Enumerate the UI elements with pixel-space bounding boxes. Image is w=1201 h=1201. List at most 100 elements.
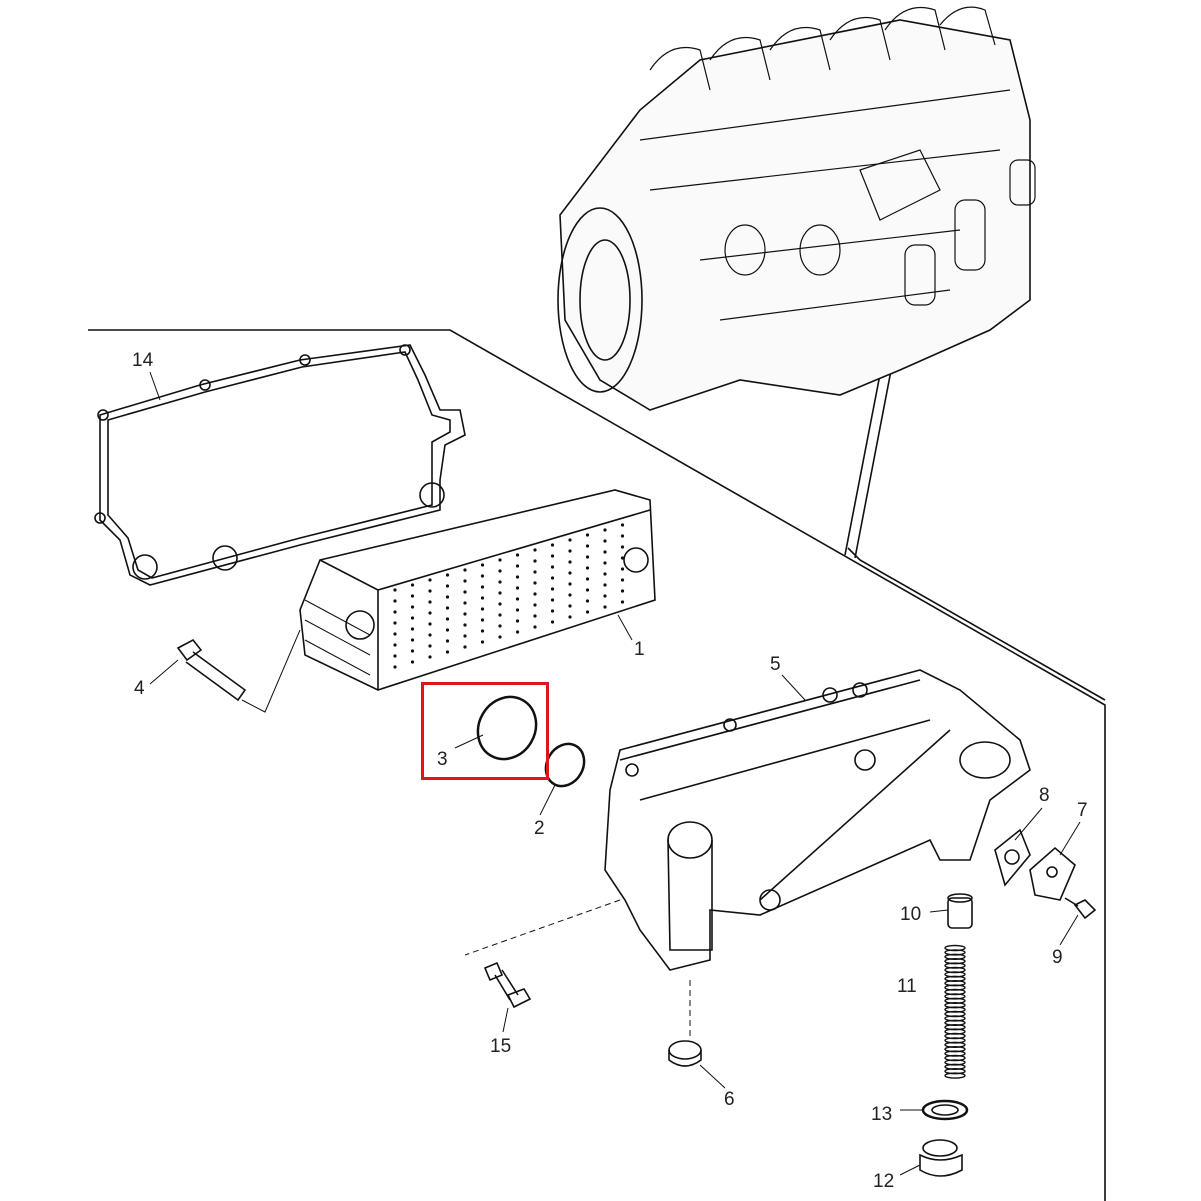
label-part-8[interactable]: 8 <box>1039 785 1050 806</box>
highlight-box-part-3 <box>421 682 549 780</box>
cooler-hole <box>498 591 502 595</box>
cooler-hole <box>515 586 520 590</box>
cooler-hole <box>393 621 397 625</box>
cooler-hole <box>568 604 572 608</box>
part-12-plug <box>919 1139 963 1177</box>
cooler-hole <box>533 603 537 607</box>
cooler-hole <box>550 587 555 591</box>
cooler-hole <box>568 571 572 575</box>
cooler-hole <box>393 665 397 669</box>
cooler-hole <box>568 593 572 597</box>
cooler-hole <box>533 559 537 563</box>
cooler-hole <box>533 625 537 629</box>
part-2-o-ring <box>544 742 586 788</box>
cooler-hole <box>568 582 572 586</box>
cooler-hole <box>480 585 485 589</box>
cooler-hole <box>498 602 502 606</box>
part-11-spring <box>944 944 966 1079</box>
cooler-hole <box>480 640 485 644</box>
cooler-hole <box>515 608 520 612</box>
cooler-hole <box>410 649 415 653</box>
cooler-hole <box>393 610 397 614</box>
cooler-hole <box>410 660 415 664</box>
cooler-hole <box>533 614 537 618</box>
part-4-bolt <box>176 629 301 713</box>
cooler-hole <box>585 588 590 592</box>
label-part-6[interactable]: 6 <box>724 1089 735 1110</box>
cooler-hole <box>515 619 520 623</box>
cooler-hole <box>568 615 572 619</box>
cooler-hole <box>428 611 432 615</box>
cooler-hole <box>428 655 432 659</box>
cooler-hole <box>550 576 555 580</box>
label-part-15[interactable]: 15 <box>490 1036 512 1057</box>
cooler-hole <box>463 612 467 616</box>
cooler-hole <box>498 569 502 573</box>
label-part-12[interactable]: 12 <box>873 1171 895 1192</box>
cooler-hole <box>463 579 467 583</box>
label-part-7[interactable]: 7 <box>1077 800 1088 821</box>
cooler-hole <box>445 606 450 610</box>
cooler-hole <box>410 616 415 620</box>
part-3-o-ring <box>476 695 538 761</box>
label-part-13[interactable]: 13 <box>871 1104 893 1125</box>
cooler-hole <box>393 588 397 592</box>
cooler-hole <box>515 575 520 579</box>
cooler-hole <box>480 596 485 600</box>
part-7-cover <box>1029 846 1076 901</box>
cooler-hole <box>498 624 502 628</box>
cooler-hole <box>428 633 432 637</box>
cooler-hole <box>603 539 607 543</box>
cooler-hole <box>568 538 572 542</box>
cooler-hole <box>410 605 415 609</box>
cooler-hole <box>498 580 502 584</box>
label-part-3[interactable]: 3 <box>437 749 448 770</box>
cooler-hole <box>515 597 520 601</box>
cooler-hole <box>445 595 450 599</box>
cooler-hole <box>603 528 607 532</box>
label-part-5[interactable]: 5 <box>770 654 781 675</box>
leader-lines <box>149 371 1081 1176</box>
cooler-hole <box>480 629 485 633</box>
cooler-hole <box>480 618 485 622</box>
cooler-hole <box>463 601 467 605</box>
cooler-hole <box>585 544 590 548</box>
cooler-hole <box>568 549 572 553</box>
cooler-hole <box>550 554 555 558</box>
cooler-hole <box>393 599 397 603</box>
cooler-hole <box>585 577 590 581</box>
label-part-2[interactable]: 2 <box>534 818 545 839</box>
cooler-hole <box>498 635 502 639</box>
cooler-hole <box>515 564 520 568</box>
part-6-plug <box>668 1040 702 1067</box>
cooler-hole <box>463 590 467 594</box>
cooler-hole <box>445 650 450 654</box>
cooler-hole <box>480 574 485 578</box>
cooler-hole <box>428 600 432 604</box>
label-part-11[interactable]: 11 <box>897 976 917 997</box>
label-part-4[interactable]: 4 <box>134 678 145 699</box>
cooler-hole <box>585 610 590 614</box>
cooler-hole <box>620 578 625 582</box>
cooler-hole <box>498 558 502 562</box>
cooler-hole <box>463 568 467 572</box>
cooler-hole <box>463 634 467 638</box>
cooler-hole <box>620 523 625 527</box>
cooler-hole <box>498 613 502 617</box>
cooler-hole <box>620 600 625 604</box>
cooler-hole <box>585 555 590 559</box>
cooler-hole <box>445 573 450 577</box>
label-part-9[interactable]: 9 <box>1052 947 1063 968</box>
cooler-hole <box>533 570 537 574</box>
label-part-1[interactable]: 1 <box>634 639 645 660</box>
cooler-hole <box>515 553 520 557</box>
label-part-10[interactable]: 10 <box>900 904 922 925</box>
cooler-hole <box>620 589 625 593</box>
spring-coil <box>944 1072 966 1079</box>
cooler-hole <box>410 638 415 642</box>
cooler-hole <box>480 607 485 611</box>
label-part-14[interactable]: 14 <box>132 350 154 371</box>
part-5-oil-cooler-housing <box>464 669 1031 1040</box>
cooler-hole <box>603 550 607 554</box>
